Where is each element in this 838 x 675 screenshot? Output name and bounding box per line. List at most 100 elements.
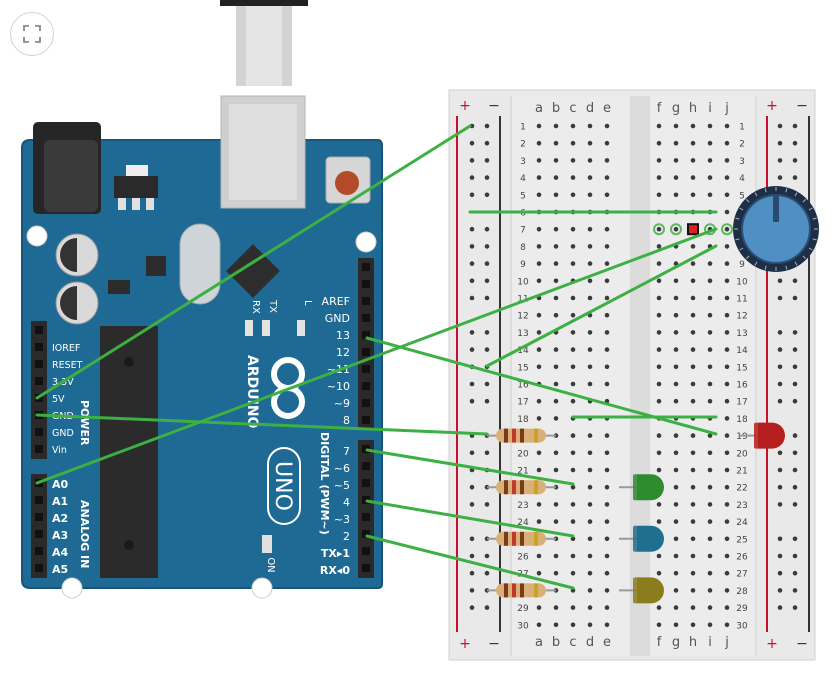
rail-hole[interactable] — [792, 278, 798, 284]
breadboard-hole[interactable] — [690, 330, 696, 335]
breadboard-hole[interactable] — [604, 226, 610, 232]
breadboard-hole[interactable] — [707, 158, 713, 163]
breadboard-hole[interactable] — [724, 192, 730, 198]
breadboard-hole[interactable] — [536, 502, 542, 507]
rail-hole[interactable] — [484, 347, 490, 352]
breadboard-hole[interactable] — [673, 398, 679, 404]
breadboard-hole[interactable] — [673, 484, 679, 490]
breadboard-hole[interactable] — [673, 364, 679, 370]
breadboard-hole[interactable] — [673, 450, 679, 456]
breadboard-hole[interactable] — [570, 450, 576, 456]
rail-hole[interactable] — [792, 158, 798, 163]
breadboard-hole[interactable] — [553, 158, 559, 163]
header-pin[interactable] — [362, 314, 370, 322]
rail-hole[interactable] — [469, 192, 475, 198]
rail-hole[interactable] — [792, 536, 798, 542]
rail-hole[interactable] — [777, 605, 783, 610]
breadboard-hole[interactable] — [570, 347, 576, 352]
breadboard-hole[interactable] — [690, 536, 696, 542]
breadboard-hole[interactable] — [690, 398, 696, 404]
breadboard-hole[interactable] — [553, 450, 559, 456]
jumper-wire[interactable] — [35, 413, 489, 436]
breadboard-hole[interactable] — [656, 467, 662, 473]
breadboard-hole[interactable] — [553, 192, 559, 198]
rail-hole[interactable] — [792, 502, 798, 507]
breadboard-hole[interactable] — [587, 467, 593, 473]
fit-view-button[interactable] — [10, 12, 54, 56]
breadboard-hole[interactable] — [587, 330, 593, 335]
breadboard-hole[interactable] — [724, 244, 730, 249]
breadboard-hole[interactable] — [690, 450, 696, 456]
breadboard-hole[interactable] — [587, 484, 593, 490]
breadboard-hole[interactable] — [587, 192, 593, 198]
header-pin[interactable] — [35, 496, 43, 504]
breadboard-hole[interactable] — [656, 553, 662, 559]
breadboard-hole[interactable] — [724, 278, 730, 284]
breadboard-hole[interactable] — [570, 330, 576, 335]
header-pin[interactable] — [35, 343, 43, 351]
breadboard-hole[interactable] — [604, 140, 610, 146]
breadboard-hole[interactable] — [707, 622, 713, 628]
header-pin[interactable] — [362, 382, 370, 390]
rail-hole[interactable] — [777, 553, 783, 559]
rail-hole[interactable] — [484, 278, 490, 284]
breadboard-hole[interactable] — [656, 519, 662, 524]
rail-hole[interactable] — [792, 467, 798, 473]
rail-hole[interactable] — [484, 502, 490, 507]
breadboard-hole[interactable] — [587, 244, 593, 249]
breadboard-hole[interactable] — [656, 433, 662, 438]
blue-led[interactable] — [637, 525, 664, 552]
breadboard-hole[interactable] — [604, 484, 610, 490]
breadboard-hole[interactable] — [553, 244, 559, 249]
breadboard-hole[interactable] — [536, 605, 542, 610]
breadboard-hole[interactable] — [690, 312, 696, 318]
breadboard-hole[interactable] — [673, 347, 679, 352]
breadboard-hole[interactable] — [707, 347, 713, 352]
breadboard-hole[interactable] — [724, 261, 730, 266]
rail-hole[interactable] — [792, 605, 798, 610]
breadboard-hole[interactable] — [656, 364, 662, 370]
breadboard-hole[interactable] — [570, 381, 576, 387]
rail-hole[interactable] — [484, 450, 490, 456]
rail-hole[interactable] — [777, 123, 783, 129]
rail-hole[interactable] — [469, 605, 475, 610]
breadboard[interactable]: ++−−++−−aabbccddeeffgghhiijj112233445566… — [448, 89, 816, 661]
breadboard-hole[interactable] — [536, 244, 542, 249]
breadboard-hole[interactable] — [604, 622, 610, 628]
breadboard-hole[interactable] — [673, 502, 679, 507]
breadboard-hole[interactable] — [724, 364, 730, 370]
breadboard-hole[interactable] — [553, 570, 559, 576]
breadboard-hole[interactable] — [604, 502, 610, 507]
breadboard-hole[interactable] — [587, 226, 593, 232]
breadboard-hole[interactable] — [707, 484, 713, 490]
breadboard-hole[interactable] — [604, 158, 610, 163]
header-pin[interactable] — [362, 513, 370, 521]
header-pin[interactable] — [35, 513, 43, 521]
rail-hole[interactable] — [777, 175, 783, 180]
breadboard-hole[interactable] — [724, 502, 730, 507]
breadboard-hole[interactable] — [570, 536, 576, 542]
rail-hole[interactable] — [484, 261, 490, 266]
breadboard-hole[interactable] — [690, 502, 696, 507]
rail-hole[interactable] — [484, 398, 490, 404]
rail-hole[interactable] — [484, 244, 490, 249]
rail-hole[interactable] — [484, 158, 490, 163]
breadboard-hole[interactable] — [656, 261, 662, 266]
breadboard-hole[interactable] — [604, 244, 610, 249]
breadboard-hole[interactable] — [604, 295, 610, 301]
breadboard-hole[interactable] — [724, 158, 730, 163]
breadboard-hole[interactable] — [724, 226, 730, 232]
breadboard-hole[interactable] — [536, 570, 542, 576]
breadboard-hole[interactable] — [587, 553, 593, 559]
breadboard-hole[interactable] — [604, 330, 610, 335]
breadboard-hole[interactable] — [570, 519, 576, 524]
rail-hole[interactable] — [777, 467, 783, 473]
breadboard-hole[interactable] — [707, 330, 713, 335]
rail-hole[interactable] — [484, 330, 490, 335]
breadboard-hole[interactable] — [656, 244, 662, 249]
breadboard-hole[interactable] — [724, 140, 730, 146]
rail-hole[interactable] — [469, 295, 475, 301]
breadboard-hole[interactable] — [553, 381, 559, 387]
rail-hole[interactable] — [777, 536, 783, 542]
